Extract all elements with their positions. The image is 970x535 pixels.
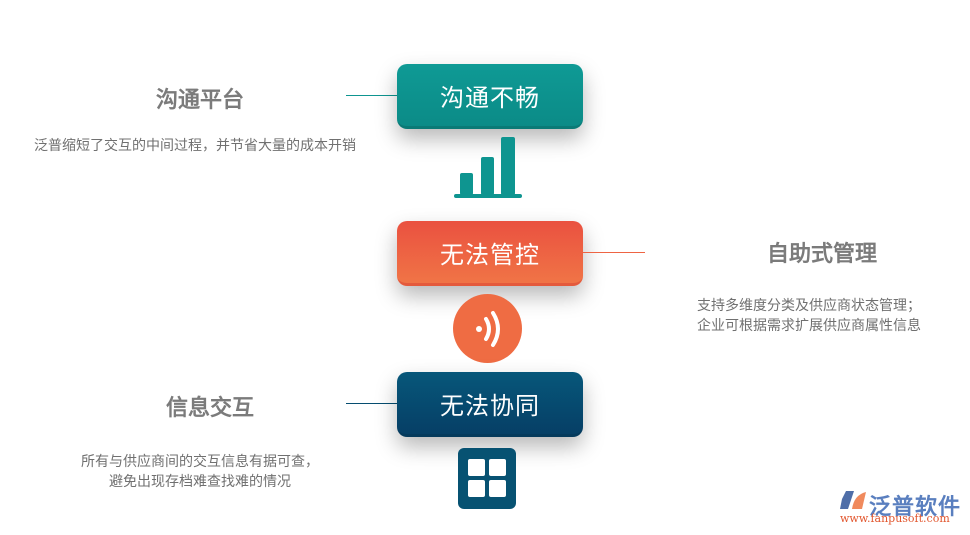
problem-label-2: 无法管控 <box>440 240 540 269</box>
problem-label-3: 无法协同 <box>440 391 540 420</box>
solution-title-1: 沟通平台 <box>155 88 244 113</box>
solution-title-3: 信息交互 <box>165 396 254 421</box>
logo-url: www.fanpusoft.com <box>840 512 950 525</box>
logo-name: 泛普软件 <box>869 495 962 520</box>
solution-desc-2-line-1: 支持多维度分类及供应商状态管理； <box>697 298 921 314</box>
solution-desc-2-line-2: 企业可根据需求扩展供应商属性信息 <box>697 318 921 334</box>
solution-title-2: 自助式管理 <box>766 242 877 267</box>
connector-line-3 <box>346 403 398 404</box>
solution-desc-3-line-1: 所有与供应商间的交互信息有据可查， <box>81 454 319 470</box>
signal-waves-icon <box>453 294 522 363</box>
solution-desc-2: 支持多维度分类及供应商状态管理； 企业可根据需求扩展供应商属性信息 <box>697 296 959 336</box>
connector-line-2 <box>583 252 645 253</box>
logo-icon <box>840 489 868 511</box>
problem-box-3: 无法协同 <box>397 372 583 437</box>
connector-line-1 <box>346 95 398 96</box>
solution-desc-3: 所有与供应商间的交互信息有据可查， 避免出现存档难查找难的情况 <box>40 452 360 492</box>
bar-chart-icon <box>454 137 522 200</box>
problem-box-2: 无法管控 <box>397 221 583 286</box>
problem-box-1: 沟通不畅 <box>397 64 583 129</box>
solution-desc-3-line-2: 避免出现存档难查找难的情况 <box>109 474 291 490</box>
grid-icon <box>458 448 516 509</box>
problem-label-1: 沟通不畅 <box>440 83 540 112</box>
solution-desc-1: 泛普缩短了交互的中间过程，并节省大量的成本开销 <box>34 138 356 154</box>
